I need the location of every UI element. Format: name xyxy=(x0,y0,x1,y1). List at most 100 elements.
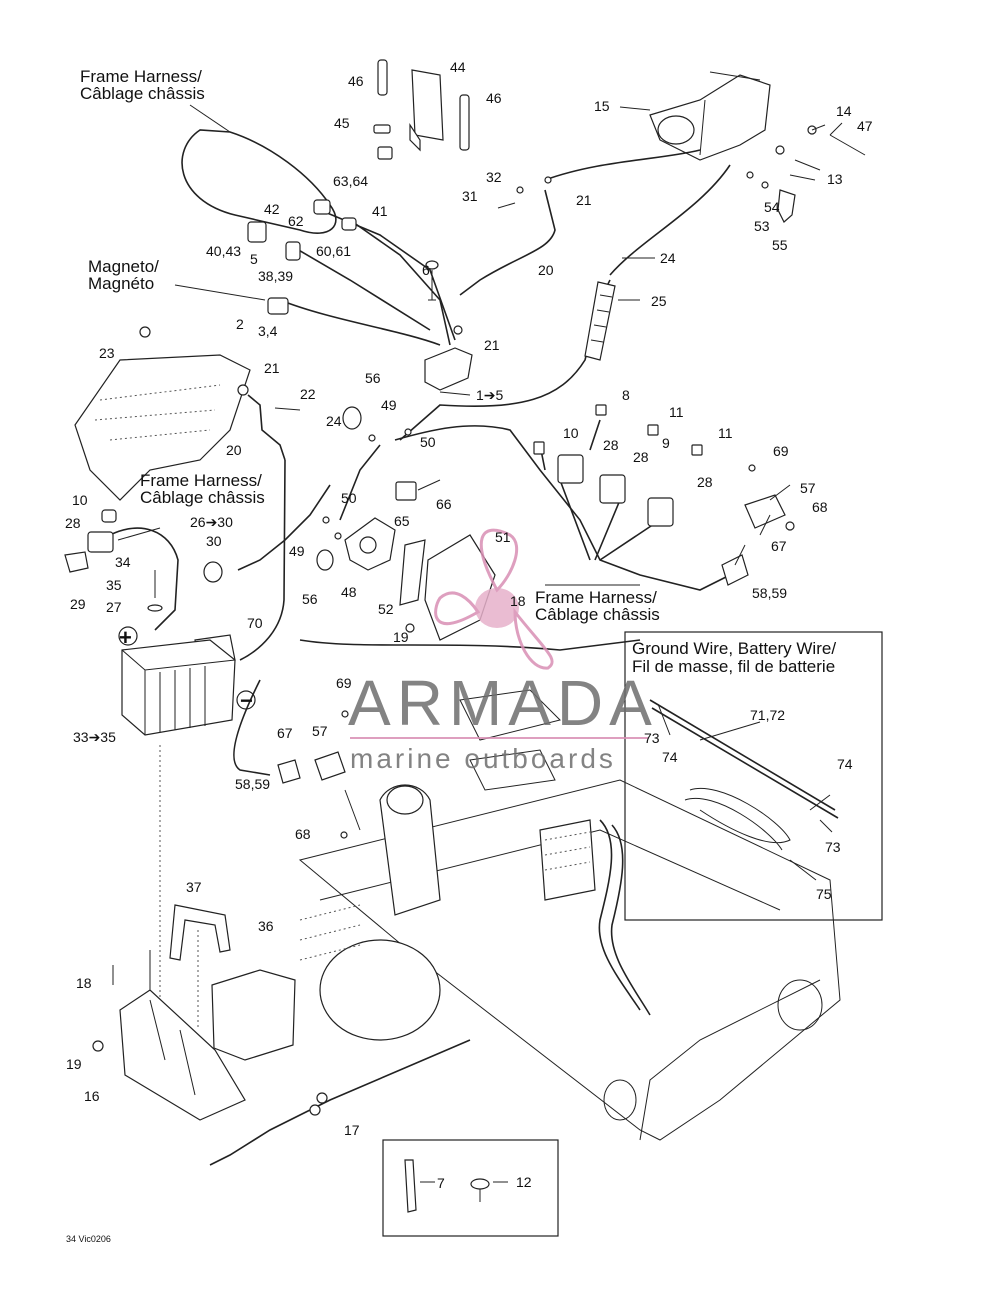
part-label: 66 xyxy=(436,496,452,512)
part-label: 58,59 xyxy=(752,585,787,601)
part-label: 38,39 xyxy=(258,268,293,284)
part-label: 56 xyxy=(302,591,318,607)
part-label: 11 xyxy=(718,425,733,441)
ground-battery-line1: Ground Wire, Battery Wire/ xyxy=(632,639,836,658)
watermark-subtitle: marine outboards xyxy=(350,743,616,774)
part-label: 49 xyxy=(289,543,305,559)
part-label: 28 xyxy=(697,474,713,490)
part-label: 45 xyxy=(334,115,350,131)
part-label: 69 xyxy=(336,675,352,691)
part-label: 3,4 xyxy=(258,323,278,339)
part-label: 67 xyxy=(771,538,787,554)
part-label: 57 xyxy=(312,723,328,739)
part-label: 21 xyxy=(484,337,500,353)
part-label: 74 xyxy=(837,756,853,772)
part-label: 35 xyxy=(106,577,122,593)
magneto-line2: Magnéto xyxy=(88,274,154,293)
part-label: 40,43 xyxy=(206,243,241,259)
part-label: 48 xyxy=(341,584,357,600)
part-label: 1➔5 xyxy=(476,387,504,403)
part-label: 53 xyxy=(754,218,770,234)
part-label: 63,64 xyxy=(333,173,368,189)
part-label: 52 xyxy=(378,601,394,617)
part-label: 30 xyxy=(206,533,222,549)
part-label: 46 xyxy=(486,90,502,106)
part-label: 9 xyxy=(662,435,670,451)
part-label: 56 xyxy=(365,370,381,386)
part-label: 2 xyxy=(236,316,244,332)
part-label: 54 xyxy=(764,199,780,215)
part-label: 67 xyxy=(277,725,293,741)
magneto-line1: Magneto/ xyxy=(88,257,159,276)
part-label: 36 xyxy=(258,918,274,934)
part-label: 19 xyxy=(66,1056,82,1072)
figure-code: 34 Vic0206 xyxy=(66,1234,111,1244)
part-label: 20 xyxy=(538,262,554,278)
part-label: 50 xyxy=(341,490,357,506)
part-label: 7 xyxy=(437,1175,445,1191)
frame-harness-top-line1: Frame Harness/ xyxy=(80,67,202,86)
part-label: 51 xyxy=(495,529,511,545)
frame-harness-top-line2: Câblage châssis xyxy=(80,84,205,103)
part-label: 28 xyxy=(603,437,619,453)
part-label: 42 xyxy=(264,201,280,217)
part-label: 32 xyxy=(486,169,502,185)
part-label: 10 xyxy=(563,425,579,441)
part-label: 34 xyxy=(115,554,131,570)
part-label: 68 xyxy=(812,499,828,515)
part-label: 20 xyxy=(226,442,242,458)
part-label: 12 xyxy=(516,1174,532,1190)
part-label: 19 xyxy=(393,629,409,645)
part-labels: 46 44 46 45 63,64 6 2 42 40,43 41 60,61 5… xyxy=(65,59,873,1244)
part-label: 47 xyxy=(857,118,873,134)
part-label: 22 xyxy=(300,386,316,402)
part-label: 11 xyxy=(669,404,684,420)
watermark: ARMADA marine outboards xyxy=(348,528,658,774)
part-label: 46 xyxy=(348,73,364,89)
part-label: 18 xyxy=(76,975,92,991)
part-label: 75 xyxy=(816,886,832,902)
frame-harness-mid-line2: Câblage châssis xyxy=(140,488,265,507)
part-label: 70 xyxy=(247,615,263,631)
part-label: 68 xyxy=(295,826,311,842)
part-label: 74 xyxy=(662,749,678,765)
part-label: 13 xyxy=(827,171,843,187)
ground-battery-line2: Fil de masse, fil de batterie xyxy=(632,657,835,676)
part-label: 60,61 xyxy=(316,243,351,259)
frame-harness-right-line1: Frame Harness/ xyxy=(535,588,657,607)
part-label: 69 xyxy=(773,443,789,459)
part-label: 15 xyxy=(594,98,610,114)
part-label: 8 xyxy=(622,387,630,403)
part-label: 27 xyxy=(106,599,122,615)
propeller-logo xyxy=(434,528,554,670)
part-label: 24 xyxy=(326,413,342,429)
part-label: 57 xyxy=(800,480,816,496)
line-art xyxy=(64,59,883,1237)
part-label: 24 xyxy=(660,250,676,266)
part-label: 10 xyxy=(72,492,88,508)
battery-negative-symbol: − xyxy=(240,688,253,713)
part-label: 37 xyxy=(186,879,202,895)
part-label: 50 xyxy=(420,434,436,450)
part-label: 31 xyxy=(462,188,478,204)
watermark-title: ARMADA xyxy=(348,667,658,739)
part-label: 58,59 xyxy=(235,776,270,792)
part-label: 17 xyxy=(344,1122,360,1138)
part-label: 21 xyxy=(264,360,280,376)
frame-harness-right-line2: Câblage châssis xyxy=(535,605,660,624)
frame-harness-mid-line1: Frame Harness/ xyxy=(140,471,262,490)
part-label: 71,72 xyxy=(750,707,785,723)
part-label: 18 xyxy=(510,593,526,609)
part-label: 29 xyxy=(70,596,86,612)
part-label: 73 xyxy=(825,839,841,855)
part-label: 41 xyxy=(372,203,388,219)
part-label: 25 xyxy=(651,293,667,309)
part-label: 44 xyxy=(450,59,466,75)
part-label: 65 xyxy=(394,513,410,529)
part-label: 14 xyxy=(836,103,852,119)
callouts: Frame Harness/ Câblage châssis Magneto/ … xyxy=(80,67,836,676)
battery-positive-symbol: + xyxy=(119,625,132,650)
part-label: 6 xyxy=(422,262,430,278)
part-label: 49 xyxy=(381,397,397,413)
part-label: 28 xyxy=(633,449,649,465)
